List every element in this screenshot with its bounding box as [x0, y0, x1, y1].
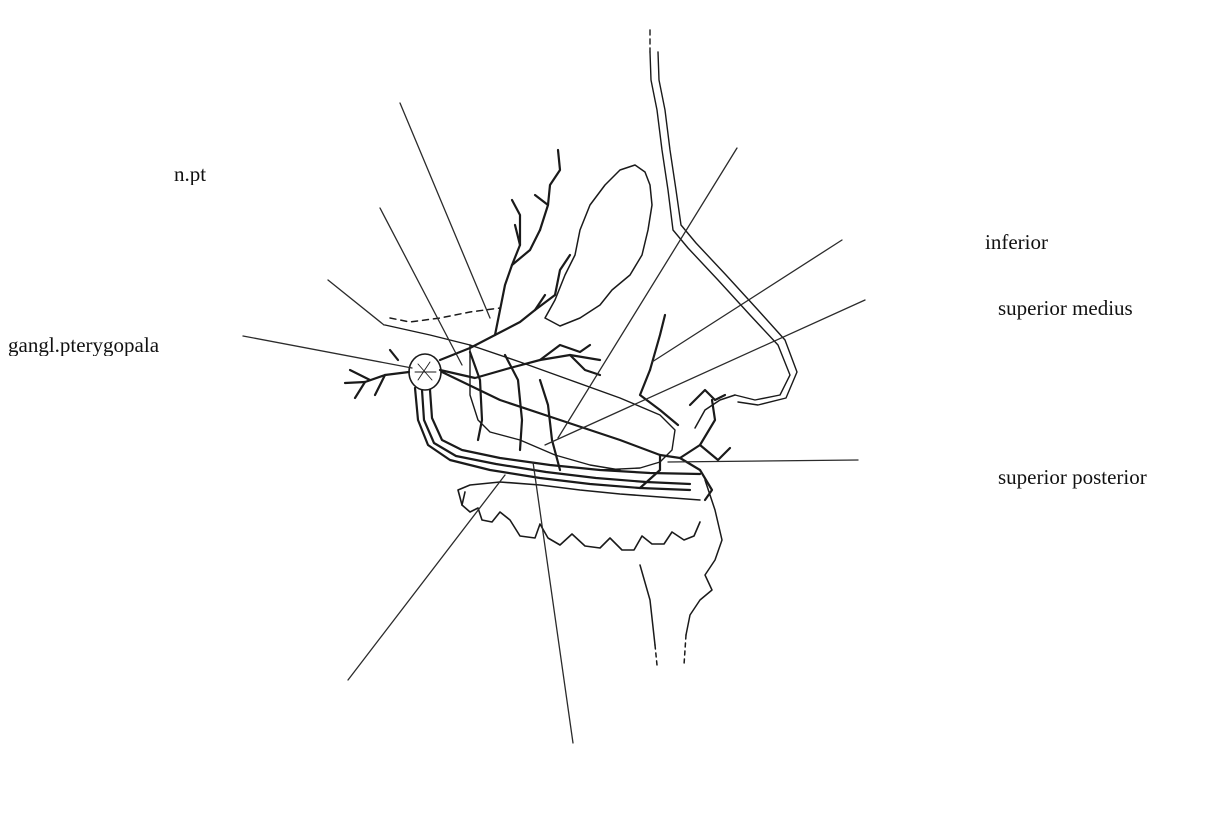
leader-lines	[243, 103, 865, 743]
label-superior-posterior: superior posterior	[998, 467, 1147, 488]
label-inferior: inferior	[985, 232, 1048, 253]
label-superior-medius: superior medius	[998, 298, 1133, 319]
teeth-row	[458, 482, 700, 550]
ganglion	[409, 354, 441, 390]
lip-region	[640, 395, 735, 665]
label-ganglion: gangl.pterygopala	[8, 335, 218, 356]
palate-outline	[385, 325, 675, 470]
label-n-pterygoid-canal: n.pt	[174, 164, 218, 185]
